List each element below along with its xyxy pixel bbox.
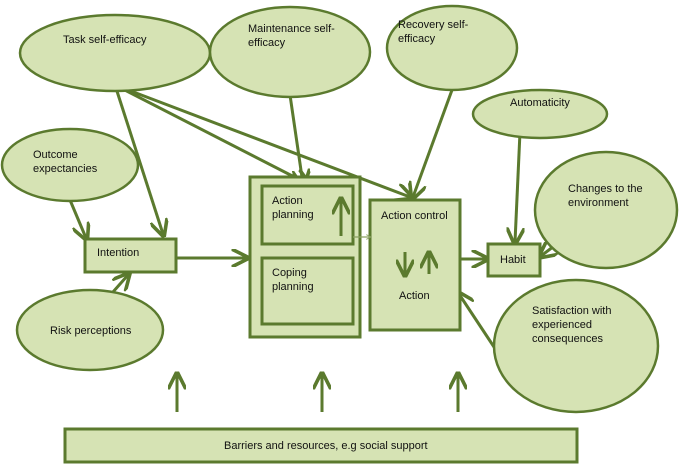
label-changes-environment: Changes to the environment [568,183,646,209]
arrow-outcome-to-intention [68,199,86,238]
node-task-self-efficacy [18,13,212,93]
node-recovery-self-efficacy [385,4,519,92]
arrow-automaticity-to-habit [515,131,520,242]
node-maintenance-self-efficacy [208,5,372,99]
label-maintenance-self-efficacy: Maintenance self- efficacy [248,23,338,49]
label-action: Action [399,290,430,302]
label-coping-planning: Coping planning [272,267,314,293]
arrow-task-to-action-planning [114,83,308,184]
label-outcome-expectancies: Outcome expectancies [33,149,98,175]
label-risk-perceptions: Risk perceptions [50,325,132,337]
node-automaticity [471,88,609,140]
label-action-control: Action control [381,210,448,222]
label-action-planning: Action planning [272,195,314,221]
arrow-recovery-to-action-control [413,89,454,197]
node-action-planning [260,184,355,246]
node-coping-planning [260,256,355,326]
node-habit [486,242,542,278]
label-satisfaction: Satisfaction with experienced consequenc… [532,305,615,345]
node-intention [83,237,178,274]
arrow-satisfaction-to-action-control [459,294,498,351]
node-satisfaction [492,278,660,414]
label-task-self-efficacy: Task self-efficacy [63,34,147,46]
label-habit: Habit [500,254,526,266]
node-risk-perceptions [15,288,165,372]
node-changes-environment [533,150,679,270]
label-recovery-self-efficacy: Recovery self- efficacy [398,19,471,45]
node-action-control [368,198,462,332]
arrow-maintenance-to-action-planning [288,94,303,184]
label-barriers: Barriers and resources, e.g social suppo… [224,440,428,452]
label-automaticity: Automaticity [510,97,570,109]
node-barriers [63,427,579,464]
node-outcome-expectancies [0,127,140,203]
label-intention: Intention [97,247,139,259]
arrow-task-to-intention [113,84,163,234]
